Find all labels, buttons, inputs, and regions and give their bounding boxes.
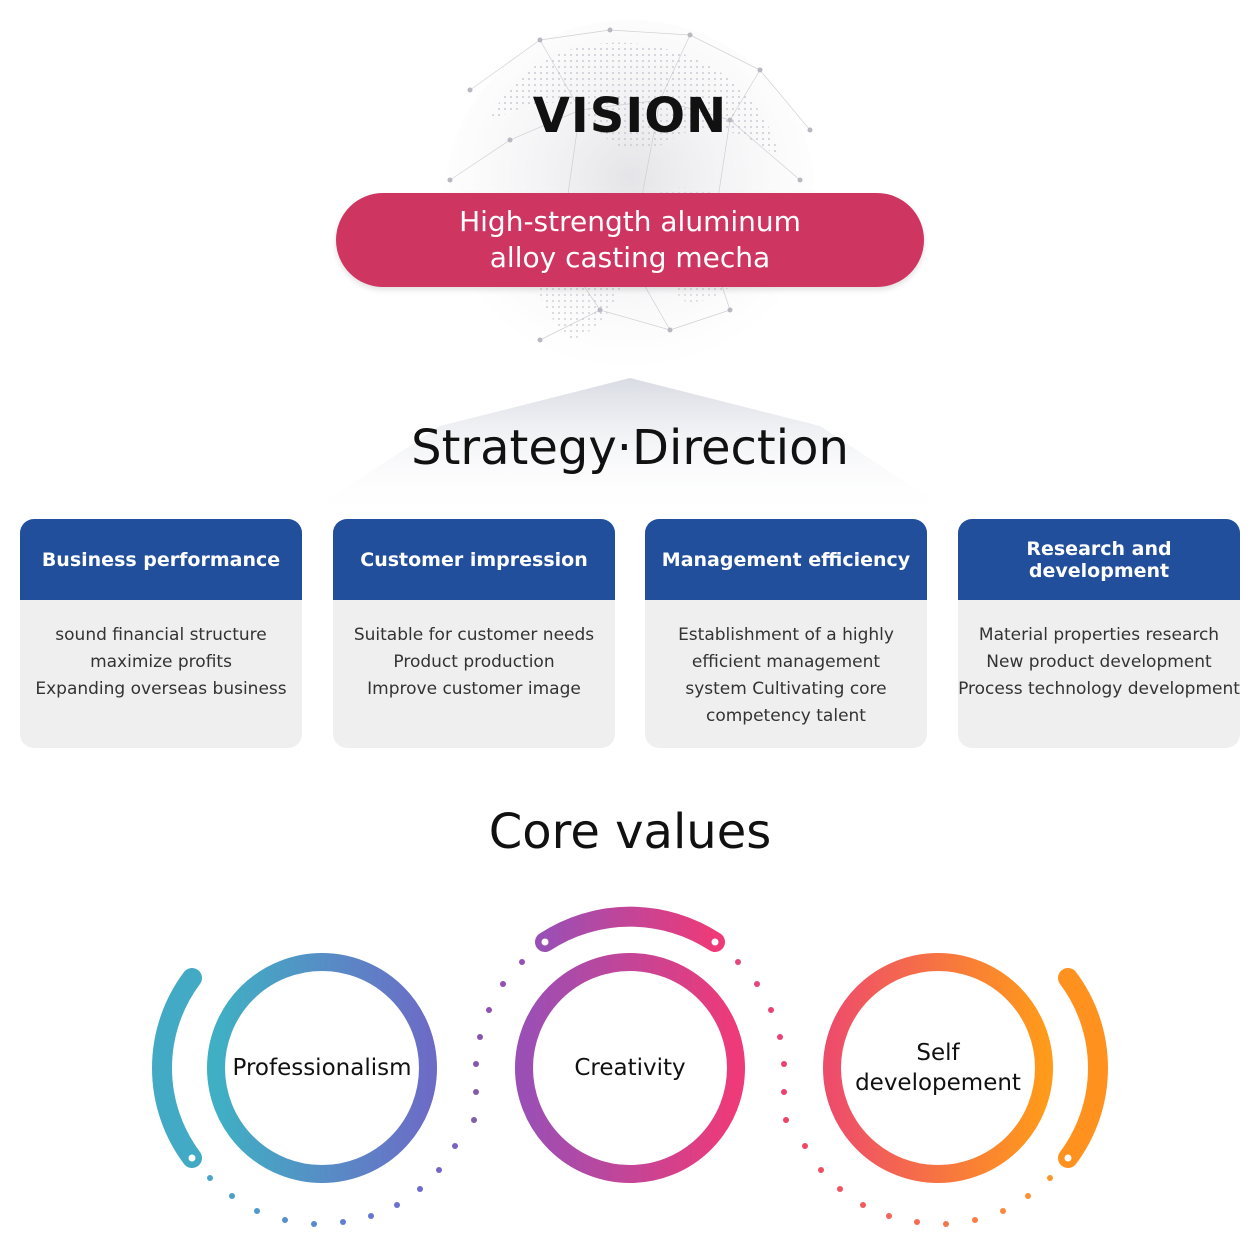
vision-title: VISION (532, 88, 728, 144)
strategy-card-business-performance: Business performance sound financial str… (20, 519, 302, 748)
professionalism-dotted-arc (207, 1143, 458, 1227)
arc-end-dot (1064, 1154, 1072, 1162)
card-body: Material properties research New product… (958, 625, 1240, 699)
self-development-outer-arc (1058, 968, 1108, 1168)
strategy-title: Strategy·Direction (411, 420, 849, 476)
creativity-ring (515, 953, 745, 1183)
card-body: Establishment of a highly efficient mana… (678, 625, 894, 726)
upward-arrow-graphic (300, 378, 960, 518)
strategy-card-management-efficiency: Management efficiency Establishment of a… (645, 519, 927, 748)
card-body: sound financial structure maximize profi… (35, 625, 287, 699)
arc-end-dot (711, 938, 719, 946)
card-body: Suitable for customer needs Product prod… (353, 625, 595, 699)
strategy-card-customer-impression: Customer impression Suitable for custome… (333, 519, 615, 748)
self-development-ring (823, 953, 1053, 1183)
creativity-dotted-arc-right (735, 959, 789, 1123)
arc-end-dot (188, 1154, 196, 1162)
card-heading: Research and development (958, 519, 1240, 600)
self-development-dotted-arc (802, 1143, 1053, 1227)
vision-statement: High-strength aluminum alloy casting mec… (459, 205, 801, 274)
professionalism-outer-arc (152, 968, 202, 1168)
core-values-title: Core values (488, 804, 772, 860)
card-heading: Management efficiency (645, 519, 927, 600)
core-value-self-development: Self developement (855, 1040, 1021, 1096)
vision-statement-pill: High-strength aluminum alloy casting mec… (336, 193, 924, 287)
card-heading: Business performance (20, 519, 302, 600)
core-values-diagram (152, 906, 1108, 1227)
creativity-outer-arc (535, 906, 725, 952)
arc-end-dot (541, 938, 549, 946)
professionalism-ring (207, 953, 437, 1183)
strategy-card-research-development: Research and development Material proper… (958, 519, 1240, 748)
creativity-dotted-arc-left (471, 959, 525, 1123)
card-heading: Customer impression (333, 519, 615, 600)
core-value-creativity: Creativity (574, 1055, 686, 1081)
core-value-professionalism: Professionalism (232, 1055, 412, 1081)
